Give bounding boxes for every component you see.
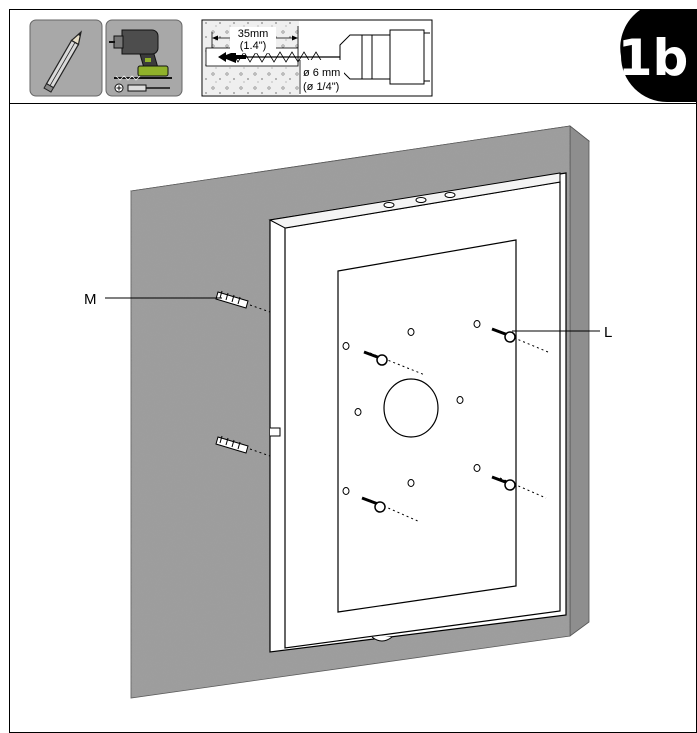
pencil-icon bbox=[43, 30, 82, 93]
step-badge-label: 1b bbox=[618, 29, 689, 87]
drill-depth-mm: 35mm bbox=[238, 28, 269, 40]
screw-icon bbox=[491, 327, 549, 353]
tablet-enclosure bbox=[268, 172, 567, 653]
drill-bit-icon bbox=[114, 75, 172, 81]
tool-pencil-tile bbox=[29, 19, 103, 97]
mounting-hole bbox=[407, 328, 415, 336]
screw-hole bbox=[473, 320, 481, 328]
screwdriver-icon bbox=[114, 83, 170, 93]
screw-hole bbox=[342, 342, 350, 350]
drill-diameter-mm: ø 6 mm bbox=[303, 67, 340, 79]
mounting-hole bbox=[354, 408, 362, 416]
screw-icon bbox=[361, 496, 421, 523]
drill-chuck-icon bbox=[339, 29, 430, 85]
tool-drill-tile bbox=[105, 19, 183, 97]
drill-diameter-inch: (ø 1/4") bbox=[303, 81, 339, 93]
drill-depth-inch: (1.4") bbox=[240, 40, 267, 52]
wall-anchor-icon bbox=[215, 435, 271, 457]
screw-hole bbox=[473, 464, 481, 472]
mounting-hole bbox=[407, 479, 415, 487]
drill-spec-diagram: 35mm (1.4") ø 6 mm (ø 1/4") bbox=[201, 19, 433, 97]
cable-hole bbox=[383, 378, 439, 438]
top-slot bbox=[444, 192, 456, 198]
top-slot bbox=[383, 202, 395, 208]
top-slot bbox=[415, 197, 427, 203]
step-badge: 1b bbox=[618, 10, 697, 102]
callout-screw-label: L bbox=[604, 324, 612, 341]
screw-icon bbox=[363, 350, 426, 376]
screw-hole bbox=[342, 487, 350, 495]
wall-anchor-icon bbox=[215, 290, 271, 313]
callout-anchor-label: M bbox=[84, 291, 97, 308]
screw-icon bbox=[491, 475, 547, 499]
bottom-tab bbox=[371, 636, 393, 642]
direction-arrow-icon bbox=[221, 51, 246, 63]
cordless-drill-icon bbox=[109, 29, 169, 77]
mounting-hole bbox=[456, 396, 464, 404]
